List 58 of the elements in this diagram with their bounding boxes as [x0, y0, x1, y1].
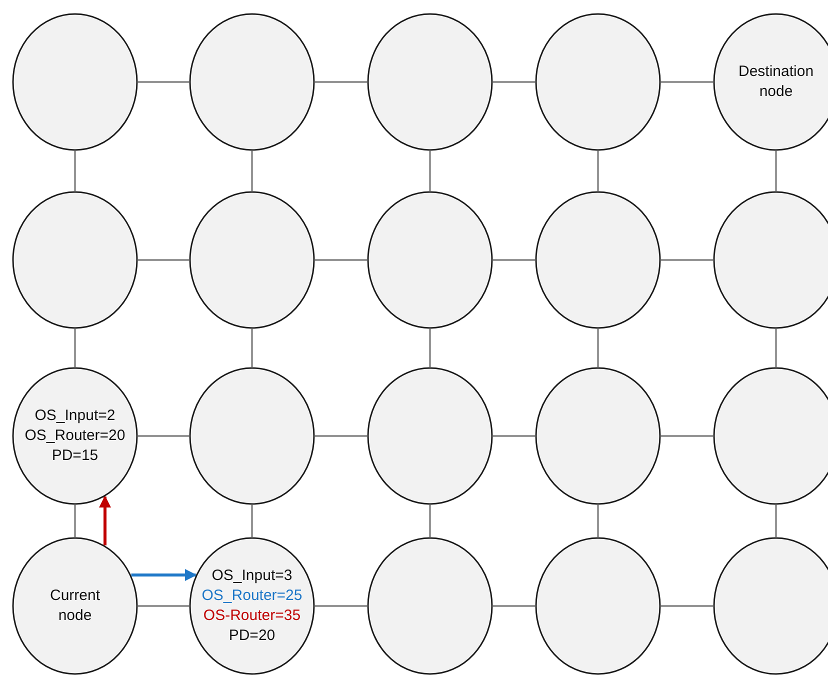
- node-label: Current node: [48, 586, 102, 626]
- node-label: OS_Input=3: [212, 566, 292, 586]
- node-label: PD=15: [52, 446, 98, 466]
- circle-node: [367, 13, 493, 151]
- circle-node: [367, 367, 493, 505]
- connector-line: [315, 81, 367, 83]
- connector-line: [493, 435, 535, 437]
- connector-line: [597, 329, 599, 367]
- circle-node: [189, 191, 315, 329]
- circle-node: [12, 367, 138, 505]
- connector-line: [429, 151, 431, 191]
- connector-line: [74, 505, 76, 537]
- circle-node: [12, 13, 138, 151]
- circle-node: [12, 191, 138, 329]
- connector-line: [315, 435, 367, 437]
- connector-line: [775, 329, 777, 367]
- node-label: PD=20: [228, 626, 276, 646]
- node-label: OS_Router=20: [24, 426, 126, 446]
- circle-node: [367, 191, 493, 329]
- arrow: [131, 569, 197, 581]
- node-label: OS_Router=25: [202, 586, 302, 606]
- connector-line: [138, 605, 189, 607]
- connector-line: [315, 259, 367, 261]
- connector-line: [493, 605, 535, 607]
- connector-line: [661, 81, 713, 83]
- connector-line: [138, 259, 189, 261]
- node-label: Destination node: [738, 62, 814, 102]
- circle-node: [189, 367, 315, 505]
- circle-node: [535, 13, 661, 151]
- connector-line: [661, 605, 713, 607]
- circle-node: [189, 13, 315, 151]
- arrow: [99, 495, 111, 546]
- connector-line: [138, 435, 189, 437]
- circle-node: [189, 537, 315, 675]
- connector-line: [661, 259, 713, 261]
- circle-node: [535, 367, 661, 505]
- connector-line: [251, 151, 253, 191]
- connector-line: [597, 151, 599, 191]
- circle-node: [12, 537, 138, 675]
- circle-node: [367, 537, 493, 675]
- node-label: OS-Router=35: [203, 606, 301, 626]
- connector-line: [138, 81, 189, 83]
- connector-line: [493, 81, 535, 83]
- connector-line: [775, 151, 777, 191]
- node-label: OS_Input=2: [34, 406, 116, 426]
- connector-line: [493, 259, 535, 261]
- connector-line: [775, 505, 777, 537]
- connector-line: [597, 505, 599, 537]
- circle-node: [535, 537, 661, 675]
- connector-line: [251, 505, 253, 537]
- connector-line: [429, 329, 431, 367]
- circle-node: [535, 191, 661, 329]
- connector-line: [661, 435, 713, 437]
- connector-line: [74, 151, 76, 191]
- connector-line: [251, 329, 253, 367]
- connector-line: [315, 605, 367, 607]
- connector-line: [429, 505, 431, 537]
- connector-line: [74, 329, 76, 367]
